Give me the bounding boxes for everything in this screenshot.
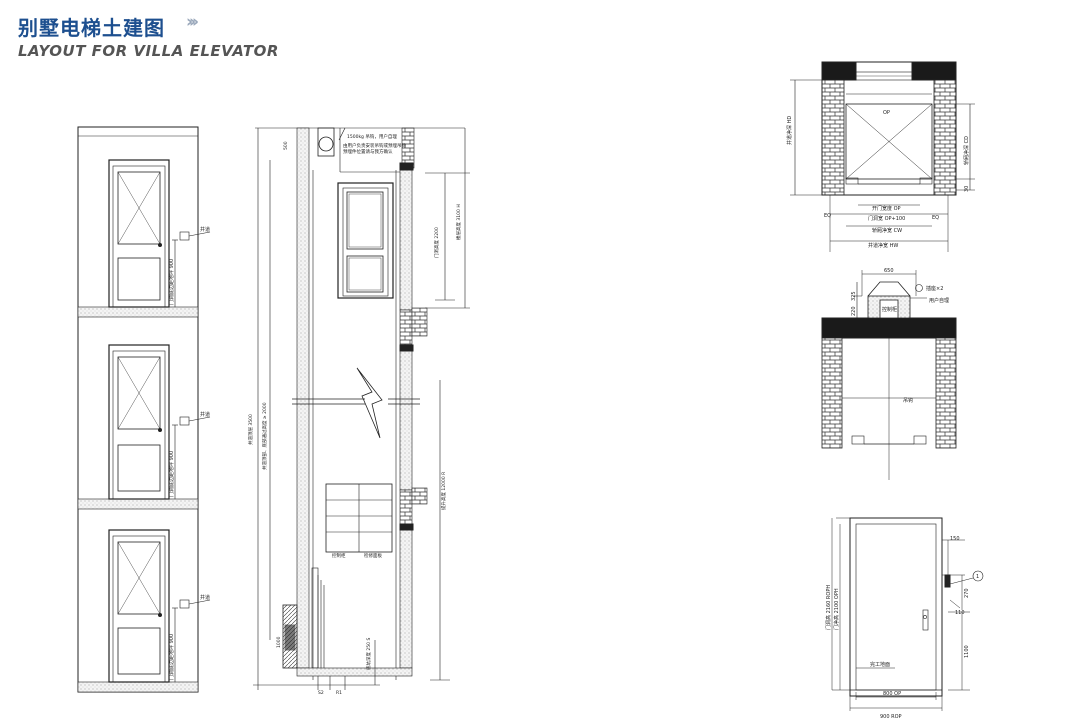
label-text: 井道 [200,594,210,601]
front-elevation [77,126,211,693]
label-text: 井道 [200,411,210,418]
dimension-text: 门洞底边距地坪 900 [168,259,175,305]
dimension-text: R1 [336,690,342,696]
dimension-text: 轿厢净宽 CW [872,227,902,234]
dimension-text: 325 [851,291,857,301]
plan-labels: 井道净深 HD 轿厢净深 CD 30 OP EQ EQ 开门宽度 OP 门洞宽 … [786,110,970,249]
dimension-text: 轿厢净深 CD [963,136,970,165]
dimension-text: 井道顶部、底部通过高度 ≥ 2000 [261,402,268,470]
dimension-text: 800 OP [883,691,901,697]
dimension-text: 门净高 2100 OPH [833,588,840,630]
dimension-text: 270 [964,588,970,598]
landing-door [108,159,170,308]
panel-label: 检修面板 [364,552,382,559]
dimension-text: 楼层高度 3100 H [455,204,462,240]
dimension-text: 1100 [964,645,970,658]
dimension-text: 门洞底边距地坪 900 [168,451,175,497]
header: 别墅电梯土建图 LAYOUT FOR VILLA ELEVATOR [18,12,279,60]
label-text: 井道 [200,226,210,233]
door-detail [831,517,984,711]
note-text: 由用户负责安装吊钩或预埋吊钩 [343,142,406,149]
dimension-text: EQ [824,213,831,219]
dimension-text: 110 [955,610,965,616]
box-label: 控制柜 [882,306,897,313]
plan-view [790,61,975,252]
dimension-text: 门洞底边距地坪 900 [168,634,175,680]
section-labels: 500 1500kg 吊钩，用户自理 由用户负责安装吊钩或预埋吊钩 预埋件位置请… [247,133,462,696]
note-text: 完工地面 [870,661,890,668]
door-labels: 150 270 110 1100 门洞高 2160 ROPH 门净高 2100 … [825,536,979,720]
dimension-text: 门洞宽 OP+100 [868,215,905,222]
dimension-text: 井道顶层 3500 [247,414,254,445]
dimension-text: 30 [964,186,970,192]
dimension-text: 650 [884,268,894,274]
dimension-text: 900 ROP [880,714,902,720]
dimension-text: 井道净深 HD [786,116,793,145]
dimension-text: 提升高度 12000 R [440,472,447,510]
landing-door [108,344,170,500]
dimension-text: 门洞高 2160 ROPH [825,585,832,630]
dimension-text: 井道净宽 HW [868,242,898,249]
page-subtitle: LAYOUT FOR VILLA ELEVATOR [18,42,279,60]
note-text: 预埋件位置请与我方确认 [343,148,393,155]
dimension-text: S2 [318,690,324,696]
dimension-text: 门洞高度 2200 [433,227,440,258]
dimension-text: EQ [932,215,939,221]
dimension-text: 150 [950,536,960,542]
panel-label: 控制柜 [332,552,346,559]
note-text: 吊钩 [903,397,913,404]
overhead-labels: 650 325 220 插座×2 用户自理 控制柜 吊钩 [851,268,949,404]
front-labels: 井道 井道 井道 门洞底边距地坪 900 门洞底边距地坪 900 门洞底边距地坪… [168,226,210,680]
page-title: 别墅电梯土建图 [18,16,165,40]
note-text: 用户自理 [929,297,949,304]
dimension-text: 底坑深度 250 S [365,638,372,670]
dimension-text: 220 [851,306,857,316]
overhead-view [821,270,957,480]
note-text: 插座×2 [926,285,943,292]
dimension-text: OP [883,110,890,116]
dimension-text: 开门宽度 OP [872,205,901,212]
dimension-text: 1000 [276,636,282,648]
section-elevation [253,127,470,690]
callout-number: 1 [976,574,979,580]
note-text: 1500kg 吊钩，用户自理 [347,133,397,140]
dimension-text: 500 [283,141,289,150]
landing-door [108,529,170,683]
